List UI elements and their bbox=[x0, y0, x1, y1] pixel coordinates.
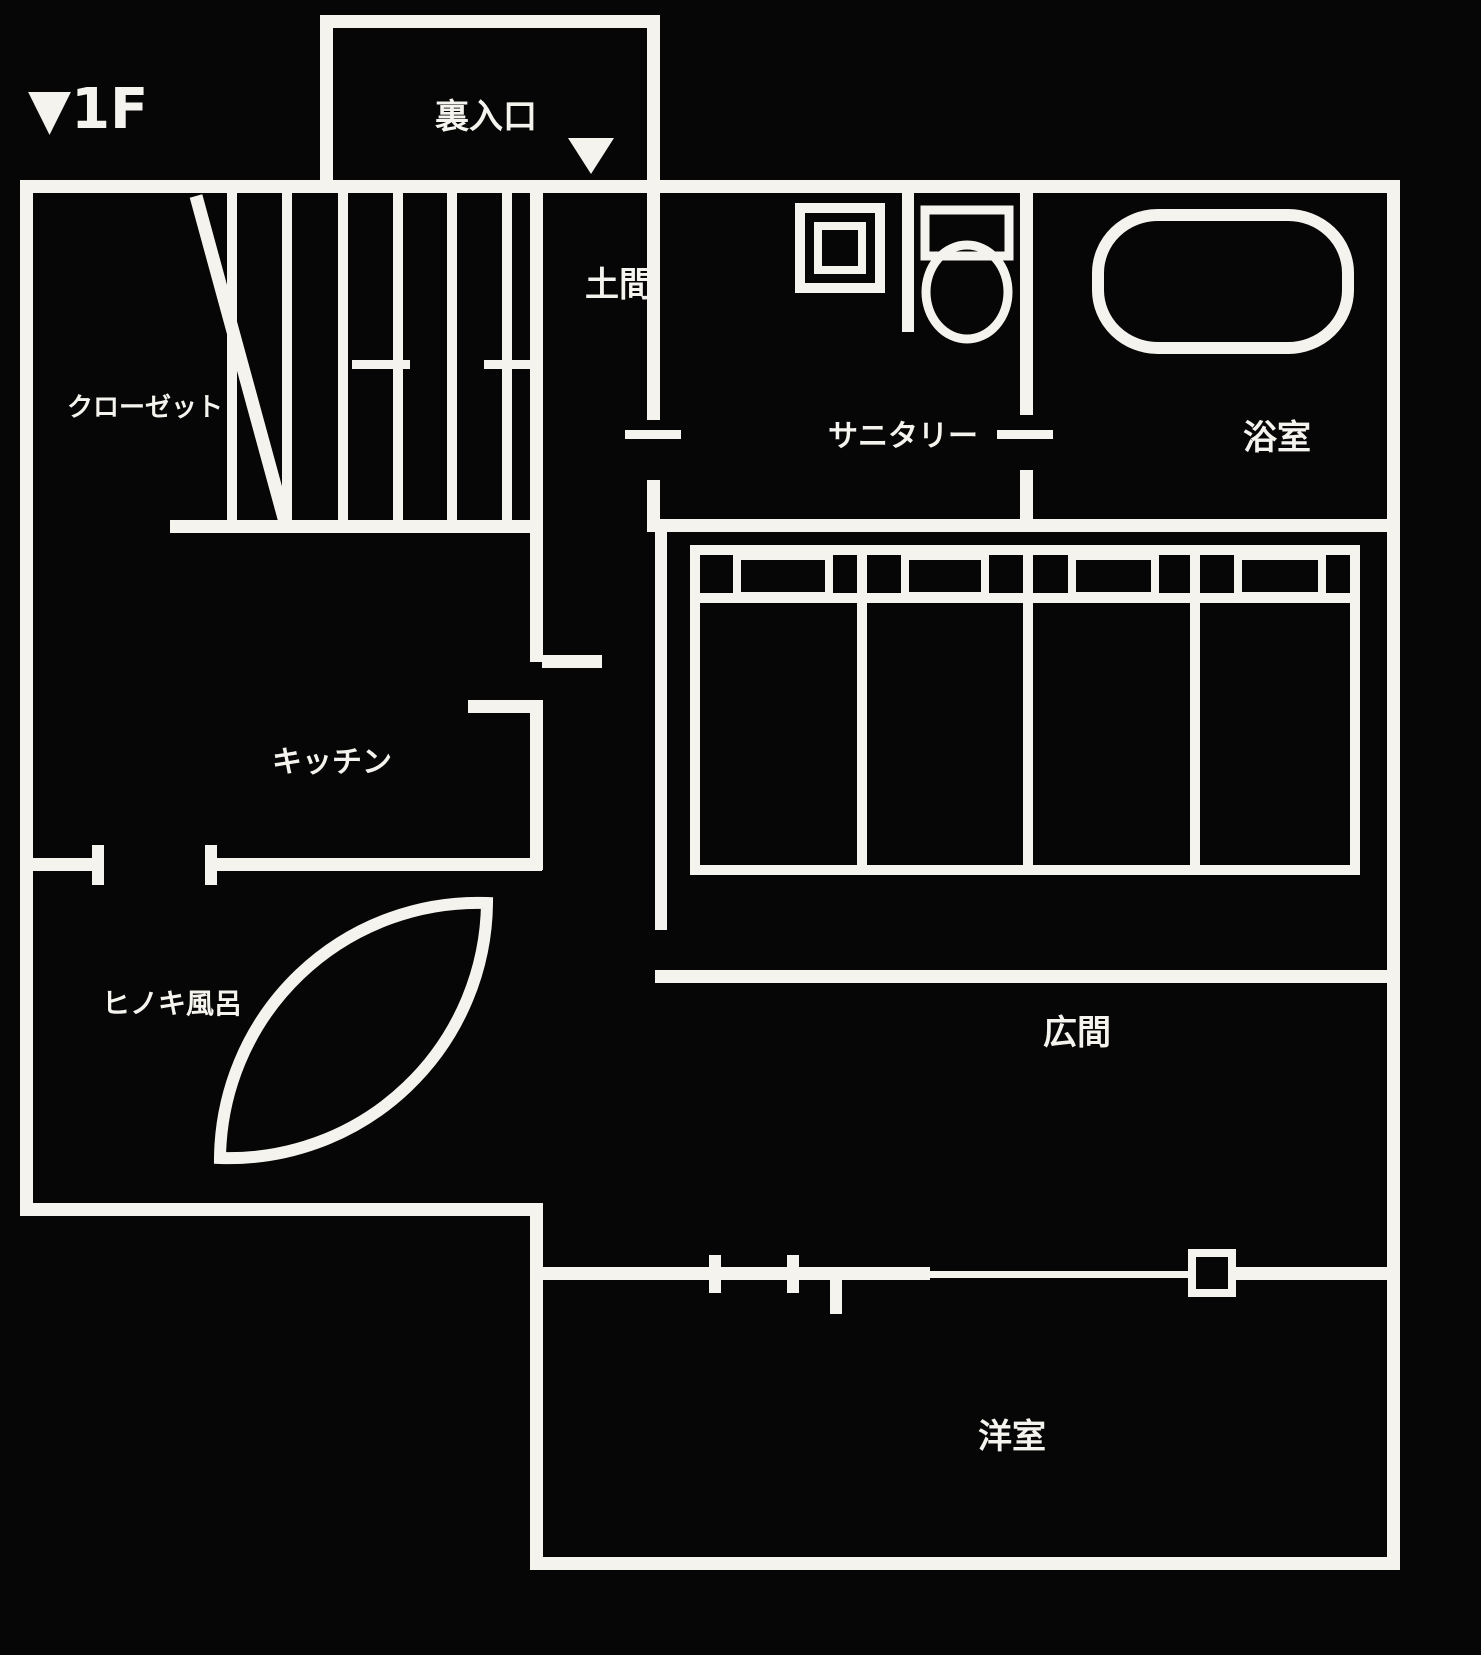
wall-kitchen-bottom-right bbox=[215, 858, 542, 871]
room-label-kitchen: キッチン bbox=[272, 745, 392, 780]
kitchen-door-tick-2 bbox=[205, 845, 217, 885]
entrance-arrow-icon bbox=[568, 138, 614, 174]
westroom-door-stub bbox=[830, 1280, 842, 1314]
westroom-door-tick-1 bbox=[709, 1255, 721, 1293]
stair-rail-tick-1 bbox=[352, 360, 410, 369]
leaf-icon bbox=[213, 896, 494, 1165]
wall-outer-top bbox=[20, 180, 1400, 193]
bathtub-icon bbox=[1092, 209, 1354, 354]
bunk-block bbox=[690, 545, 1360, 875]
wall-backentry-top bbox=[320, 15, 660, 28]
wall-kitchen-bottom-left bbox=[32, 858, 95, 871]
room-label-hinoki-bath: ヒノキ風呂 bbox=[102, 987, 242, 1020]
wall-backentry-right bbox=[647, 15, 660, 193]
room-label-hall: 広間 bbox=[1043, 1013, 1111, 1053]
wall-westroom-top-left bbox=[530, 1267, 930, 1280]
room-label-closet: クローゼット bbox=[67, 393, 223, 423]
wall-bath-divider-upper bbox=[1020, 192, 1033, 415]
room-label-back-entrance: 裏入口 bbox=[435, 97, 537, 137]
wall-corridor-left-lower bbox=[530, 700, 543, 870]
wall-corridor-left-upper bbox=[530, 192, 543, 662]
room-label-sanitary: サニタリー bbox=[828, 419, 978, 454]
wall-stairs-bottom bbox=[170, 520, 542, 533]
wall-outer-right bbox=[1387, 180, 1400, 1570]
toilet-icon bbox=[920, 205, 1014, 344]
wall-bath-divider-lower bbox=[1020, 470, 1033, 532]
wall-corridor-right-upper bbox=[647, 192, 660, 420]
kitchen-door-tick-1 bbox=[92, 845, 104, 885]
sanitary-door-tick bbox=[625, 430, 681, 439]
wall-backentry-left bbox=[320, 15, 333, 193]
bath-door-tick bbox=[997, 430, 1053, 439]
bunk-window bbox=[901, 552, 989, 600]
stairs-icon bbox=[189, 193, 512, 524]
westroom-sliding-door bbox=[930, 1271, 1190, 1278]
walls bbox=[20, 15, 1400, 1570]
bunk-divider bbox=[857, 545, 867, 875]
bunk-window bbox=[1234, 552, 1326, 600]
room-label-west-room: 洋室 bbox=[978, 1417, 1046, 1457]
door-latch-square bbox=[1188, 1249, 1236, 1297]
toilet-bowl bbox=[921, 240, 1013, 344]
floor-title: ▼1F bbox=[28, 77, 148, 142]
wall-hall-bottom bbox=[655, 970, 1400, 983]
sink-icon bbox=[795, 203, 885, 293]
bunk-divider bbox=[1023, 545, 1033, 875]
wall-outer-left bbox=[20, 180, 33, 1216]
toilet-stub-wall bbox=[902, 192, 914, 332]
room-label-bathroom: 浴室 bbox=[1243, 418, 1311, 458]
wall-outer-bottom-left bbox=[20, 1203, 543, 1216]
kitchen-counter-stub bbox=[468, 700, 530, 713]
bunk-window bbox=[1068, 552, 1159, 600]
sink-outer bbox=[795, 203, 885, 293]
wall-outer-bottom bbox=[530, 1557, 1400, 1570]
westroom-door-tick-2 bbox=[787, 1255, 799, 1293]
room-label-doma: 土間 bbox=[585, 265, 653, 305]
stairs-diagonal-wall bbox=[189, 194, 292, 524]
bunk-divider bbox=[1190, 545, 1200, 875]
toilet-tank bbox=[920, 205, 1014, 261]
bunk-divider bbox=[1350, 545, 1360, 875]
wall-hall-left bbox=[655, 532, 667, 930]
bunk-divider bbox=[690, 545, 700, 875]
wall-lower-left bbox=[530, 1203, 543, 1570]
wall-westroom-top-right bbox=[1232, 1267, 1400, 1280]
wall-corridor-door-stub bbox=[542, 655, 602, 668]
bunk-window bbox=[733, 552, 833, 600]
sink-inner bbox=[814, 222, 866, 274]
